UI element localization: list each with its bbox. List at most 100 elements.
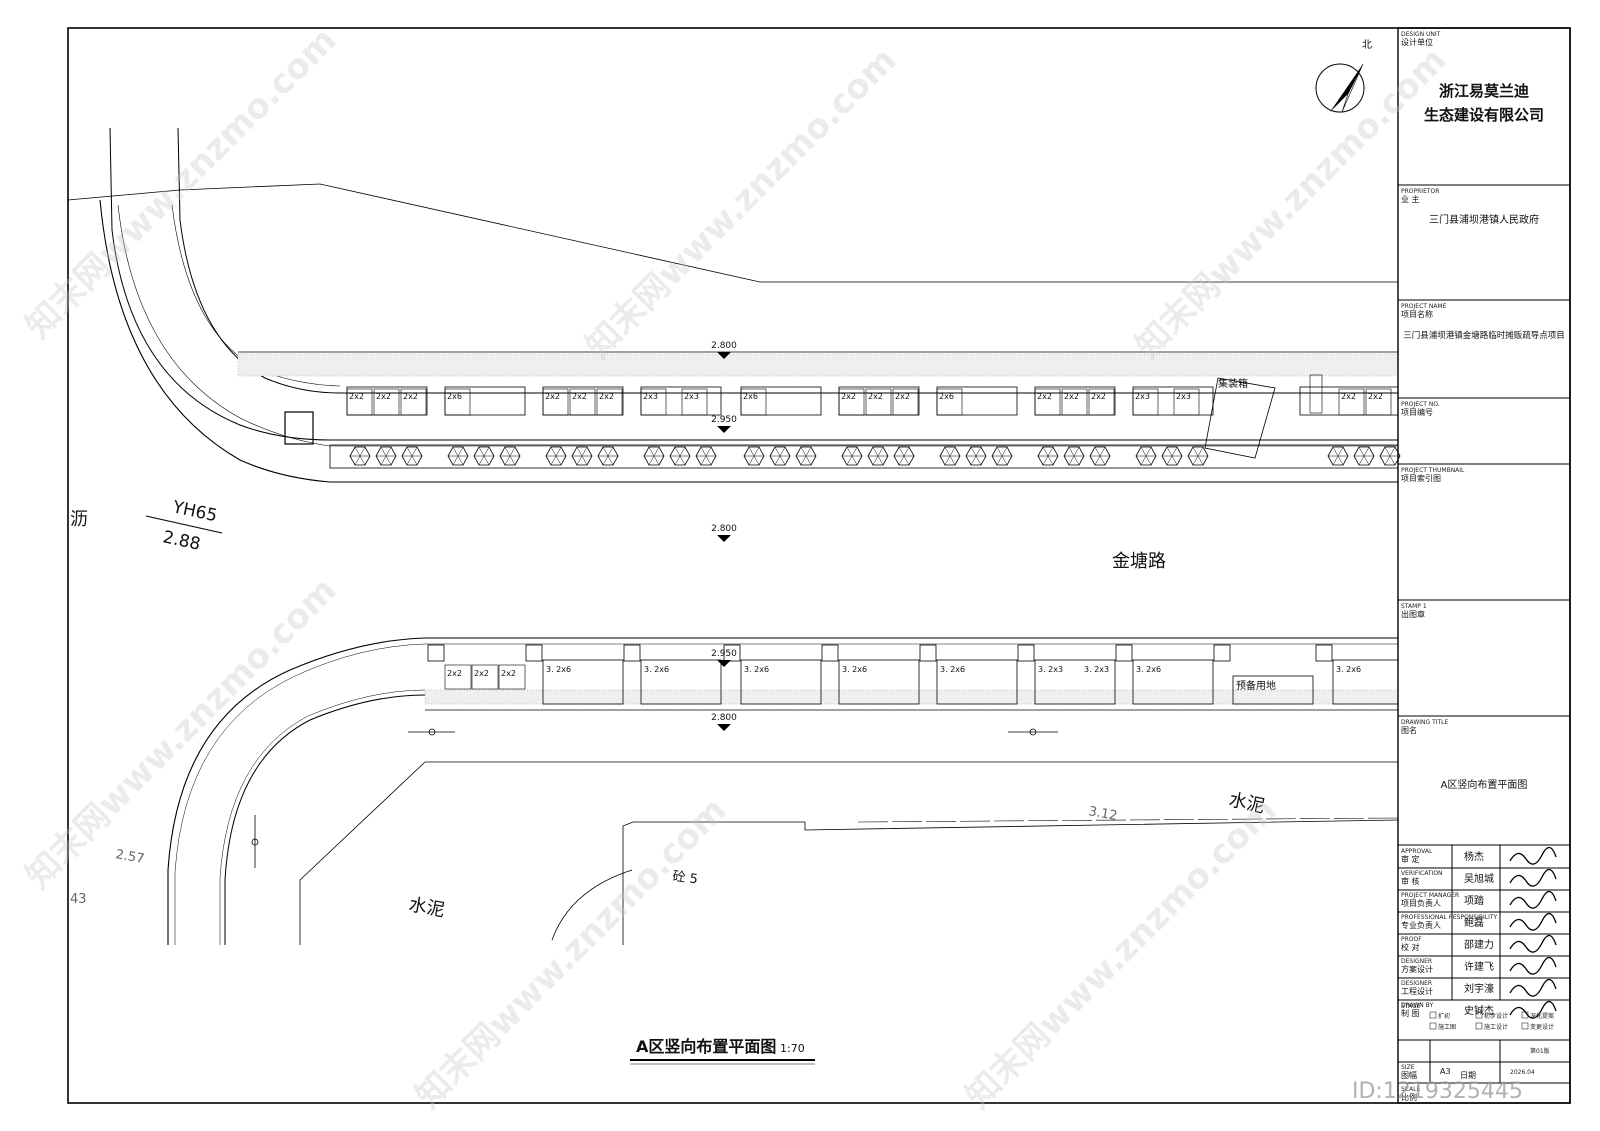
planter-icon (894, 446, 914, 466)
signature-icon (1509, 1000, 1557, 1019)
project-no-en: PROJECT NO. (1401, 401, 1440, 408)
planter-icon (1136, 446, 1156, 466)
direction-markers (251, 728, 1058, 868)
staff-rows: APPROVAL审 定杨杰VERIFICATION审 核吴旭城PROJECT M… (1401, 846, 1557, 1019)
watermark-6: 知末网www.znzmo.com (958, 790, 1284, 1116)
elevation-triangle-icon (717, 724, 731, 731)
date-value: 2026.04 (1510, 1069, 1535, 1076)
stamp-en: STAMP 1 (1401, 603, 1427, 610)
terrain-line (67, 183, 1398, 283)
staff-role-en: PROOF (1401, 936, 1422, 943)
stall-label: 2x2 (403, 392, 418, 401)
planter-icon (402, 446, 422, 466)
proprietor-value: 三门县浦坝港镇人民政府 (1429, 213, 1539, 226)
company-line1: 浙江易莫兰迪 (1439, 82, 1529, 100)
elevation-label: 2.800 (711, 713, 737, 723)
stall-label: 2x3 (1176, 392, 1191, 401)
staff-role-en: DESIGNER (1401, 980, 1432, 987)
lower-road-line2 (174, 643, 1398, 945)
staff-name: 鲍磊 (1464, 916, 1484, 929)
staff-role-en: DRAWN BY (1401, 1002, 1433, 1009)
stall-label: 3. 2x6 (644, 665, 669, 674)
staff-role-cn: 方案设计 (1401, 964, 1433, 974)
planter-icon (670, 446, 690, 466)
stall-label: 2x2 (1341, 392, 1356, 401)
staff-role-en: APPROVAL (1401, 848, 1433, 855)
point-label: YH65 (170, 497, 219, 526)
stall-box (444, 388, 471, 416)
stall-box (1132, 388, 1159, 416)
elevation-triangle-icon (717, 352, 731, 359)
curved-path (551, 869, 633, 941)
staff-name: 项踏 (1464, 894, 1484, 907)
lower-posts (427, 644, 1333, 662)
stall-label: 3. 2x6 (546, 665, 571, 674)
planter-icon (350, 446, 370, 466)
stall-label: 3. 2x3 (1038, 665, 1063, 674)
signature-icon (1509, 868, 1557, 887)
stall-label: 2x3 (1135, 392, 1150, 401)
north-label: 北 (1362, 39, 1372, 51)
stall-box (838, 388, 865, 416)
date-cn: 日期 (1460, 1071, 1476, 1080)
lower-road-outer (167, 637, 1398, 945)
staff-name: 史铖杰 (1464, 1004, 1494, 1017)
planter-icon (572, 446, 592, 466)
lower-left-edge (299, 761, 426, 945)
stair (1309, 374, 1323, 414)
stage-option-label: 初步设计 (1484, 1012, 1508, 1020)
title-block (1397, 27, 1571, 1104)
stall-box (569, 388, 596, 416)
north-circle (1315, 63, 1365, 113)
planter-icon (744, 446, 764, 466)
lower-road-inner (224, 694, 1398, 945)
watermark-4: 知末网www.znzmo.com (18, 570, 344, 896)
stall-label: 2x2 (376, 392, 391, 401)
container-box (1204, 377, 1276, 459)
staff-name: 吴旭城 (1464, 873, 1494, 885)
stall-label: 2x2 (474, 669, 489, 678)
signature-icon (1509, 934, 1557, 953)
project-no-cn: 项目编号 (1401, 407, 1433, 417)
stall-label: 2x2 (501, 669, 516, 678)
stall-label: 2x2 (447, 669, 462, 678)
staff-role-en: VERIFICATION (1401, 870, 1443, 877)
planter-icon (546, 446, 566, 466)
stall-label: 2x6 (939, 392, 954, 401)
upper-road-outer2 (99, 199, 1398, 483)
elevation-triangle-icon (717, 426, 731, 433)
stall-box (1061, 388, 1088, 416)
thumbnail-cn: 项目索引图 (1401, 473, 1441, 483)
container-label: 集装箱 (1218, 377, 1248, 390)
stall-label: 2x2 (1064, 392, 1079, 401)
spot-height-1: 2.57 (114, 847, 145, 867)
lower-road-line3 (219, 689, 426, 945)
size-cn: 图幅 (1401, 1070, 1417, 1080)
stage-option-label: 深化提案 (1530, 1012, 1554, 1020)
stall-box (936, 388, 963, 416)
stall-box (1173, 388, 1200, 416)
drawing-title-en: DRAWING TITLE (1401, 719, 1449, 726)
stall-box (640, 388, 667, 416)
stage-option-label: 施工设计 (1484, 1023, 1508, 1031)
stage-checkbox (1475, 1011, 1483, 1019)
elevation-label: 2.950 (711, 649, 737, 659)
stall-box (471, 664, 499, 690)
staff-role-en: PROJECT MANAGER (1401, 892, 1459, 899)
stall-label: 3. 2x6 (842, 665, 867, 674)
stall-box (373, 388, 400, 416)
stall-label: 3. 2x3 (1084, 665, 1109, 674)
scale-cn: 比例 (1401, 1092, 1417, 1102)
planter-icon (1064, 446, 1084, 466)
stall-box (542, 388, 569, 416)
upper-road-outer (109, 127, 1398, 441)
signature-icon (1509, 890, 1557, 909)
elevation-triangle-icon (717, 535, 731, 542)
stage-checkbox (1475, 1022, 1483, 1030)
watermark-5: 知末网www.znzmo.com (408, 790, 734, 1116)
stall-label: 3. 2x6 (1136, 665, 1161, 674)
upper-road-inner2 (117, 204, 1398, 447)
stall-label: 2x2 (1037, 392, 1052, 401)
planter-icon (796, 446, 816, 466)
